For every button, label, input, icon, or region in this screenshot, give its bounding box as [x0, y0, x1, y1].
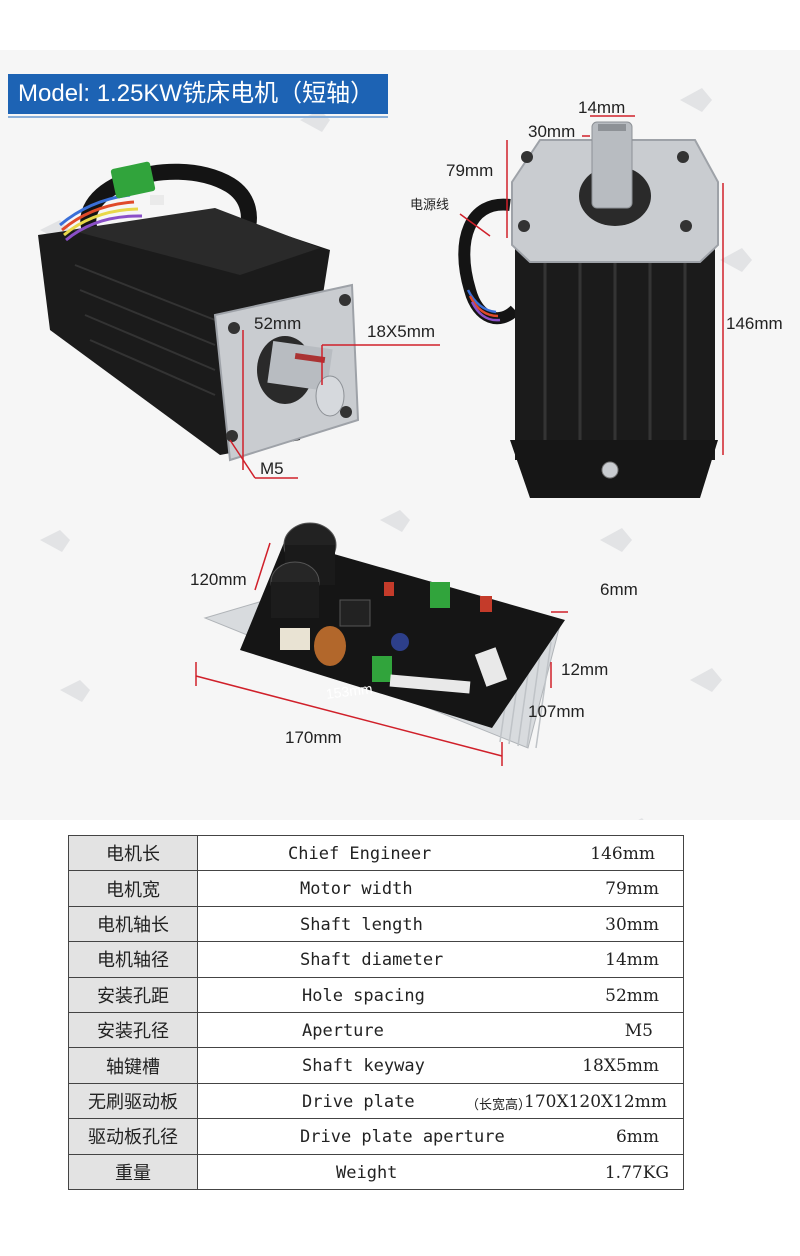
spec-name-cn: 电机轴径 — [68, 941, 198, 978]
dim-board-width: 120mm — [190, 570, 247, 589]
table-row: 电机长 Chief Engineer 146mm — [68, 834, 684, 872]
table-row: 驱动板孔径 Drive plate aperture 6mm — [68, 1118, 684, 1155]
spec-value: 6mm — [615, 1127, 659, 1148]
spec-name-cn: 重量 — [68, 1153, 198, 1190]
table-row: 安装孔距 Hole spacing 52mm — [68, 976, 684, 1013]
table-row: 电机轴长 Shaft length 30mm — [68, 905, 684, 943]
spec-note: （长宽高） — [466, 1097, 532, 1113]
dim-keyway: 18X5mm — [367, 322, 436, 341]
spec-name-cn: 安装孔径 — [68, 1011, 198, 1049]
spec-name-en: Shaft diameter — [300, 950, 444, 971]
spec-name-cn: 轴键槽 — [68, 1047, 198, 1084]
spec-value: 146mm — [590, 844, 655, 864]
model-banner: Model: 1.25KW铣床电机（短轴） — [8, 74, 388, 114]
spec-name-cn: 电机轴长 — [68, 905, 198, 943]
dim-motor-length: 146mm — [726, 314, 783, 333]
spec-name-en: Drive plate — [302, 1091, 415, 1112]
spec-name-en: Weight — [336, 1162, 398, 1183]
spec-value: M5 — [624, 1020, 653, 1041]
dim-shaft-length: 30mm — [528, 122, 576, 141]
banner-underline — [8, 116, 388, 118]
spec-name-en: Drive plate aperture — [300, 1127, 505, 1148]
table-row: 轴键槽 Shaft keyway 18X5mm — [68, 1047, 684, 1084]
dim-shaft-diameter: 14mm — [578, 98, 626, 117]
top-band — [0, 0, 800, 50]
dim-power-cable: 电源线 — [410, 197, 450, 212]
dim-board-length: 170mm — [285, 728, 342, 747]
driver-board — [195, 522, 568, 766]
spec-name-en: Shaft length — [300, 914, 423, 935]
spec-value: 1.77KG — [604, 1162, 669, 1183]
table-row: 电机宽 Motor width 79mm — [68, 870, 684, 907]
dim-board-depth: 107mm — [528, 702, 585, 721]
table-row: 电机轴径 Shaft diameter 14mm — [68, 941, 684, 978]
spec-name-cn: 电机宽 — [68, 870, 198, 907]
table-row: 重量 Weight 1.77KG — [68, 1153, 684, 1190]
table-row: 无刷驱动板 Drive plate （长宽高） 170X120X12mm — [68, 1082, 684, 1120]
motor-side-view — [38, 161, 440, 479]
table-row: 安装孔径 Aperture M5 — [68, 1011, 684, 1049]
spec-name-cn: 无刷驱动板 — [68, 1082, 198, 1120]
spec-value: 52mm — [605, 985, 659, 1006]
spec-value: 18X5mm — [582, 1056, 659, 1077]
spec-name-cn: 驱动板孔径 — [68, 1118, 198, 1155]
spec-name-en: Shaft keyway — [302, 1056, 425, 1077]
spec-value: 79mm — [605, 879, 659, 900]
spec-value: 30mm — [605, 914, 659, 935]
spec-name-en: Hole spacing — [302, 985, 425, 1006]
spec-name-cn: 安装孔距 — [68, 976, 198, 1013]
dim-board-gap: 6mm — [600, 580, 638, 599]
watermark-logo-icon — [40, 88, 752, 820]
dim-board-height: 12mm — [561, 660, 609, 679]
motor-front-view — [458, 115, 724, 498]
spec-value: 170X120X12mm — [524, 1091, 667, 1112]
dim-motor-width: 79mm — [446, 161, 494, 180]
spec-name-en: Chief Engineer — [288, 844, 432, 864]
spec-table: 电机长 Chief Engineer 146mm 电机宽 Motor width… — [68, 834, 684, 1190]
spec-value: 14mm — [605, 950, 659, 971]
spec-name-en: Aperture — [302, 1020, 384, 1041]
dim-aperture: M5 — [260, 459, 284, 478]
spec-name-cn: 电机长 — [68, 834, 198, 872]
product-illustration — [38, 88, 752, 820]
spec-name-en: Motor width — [300, 879, 413, 900]
dim-hole-spacing: 52mm — [254, 314, 302, 333]
